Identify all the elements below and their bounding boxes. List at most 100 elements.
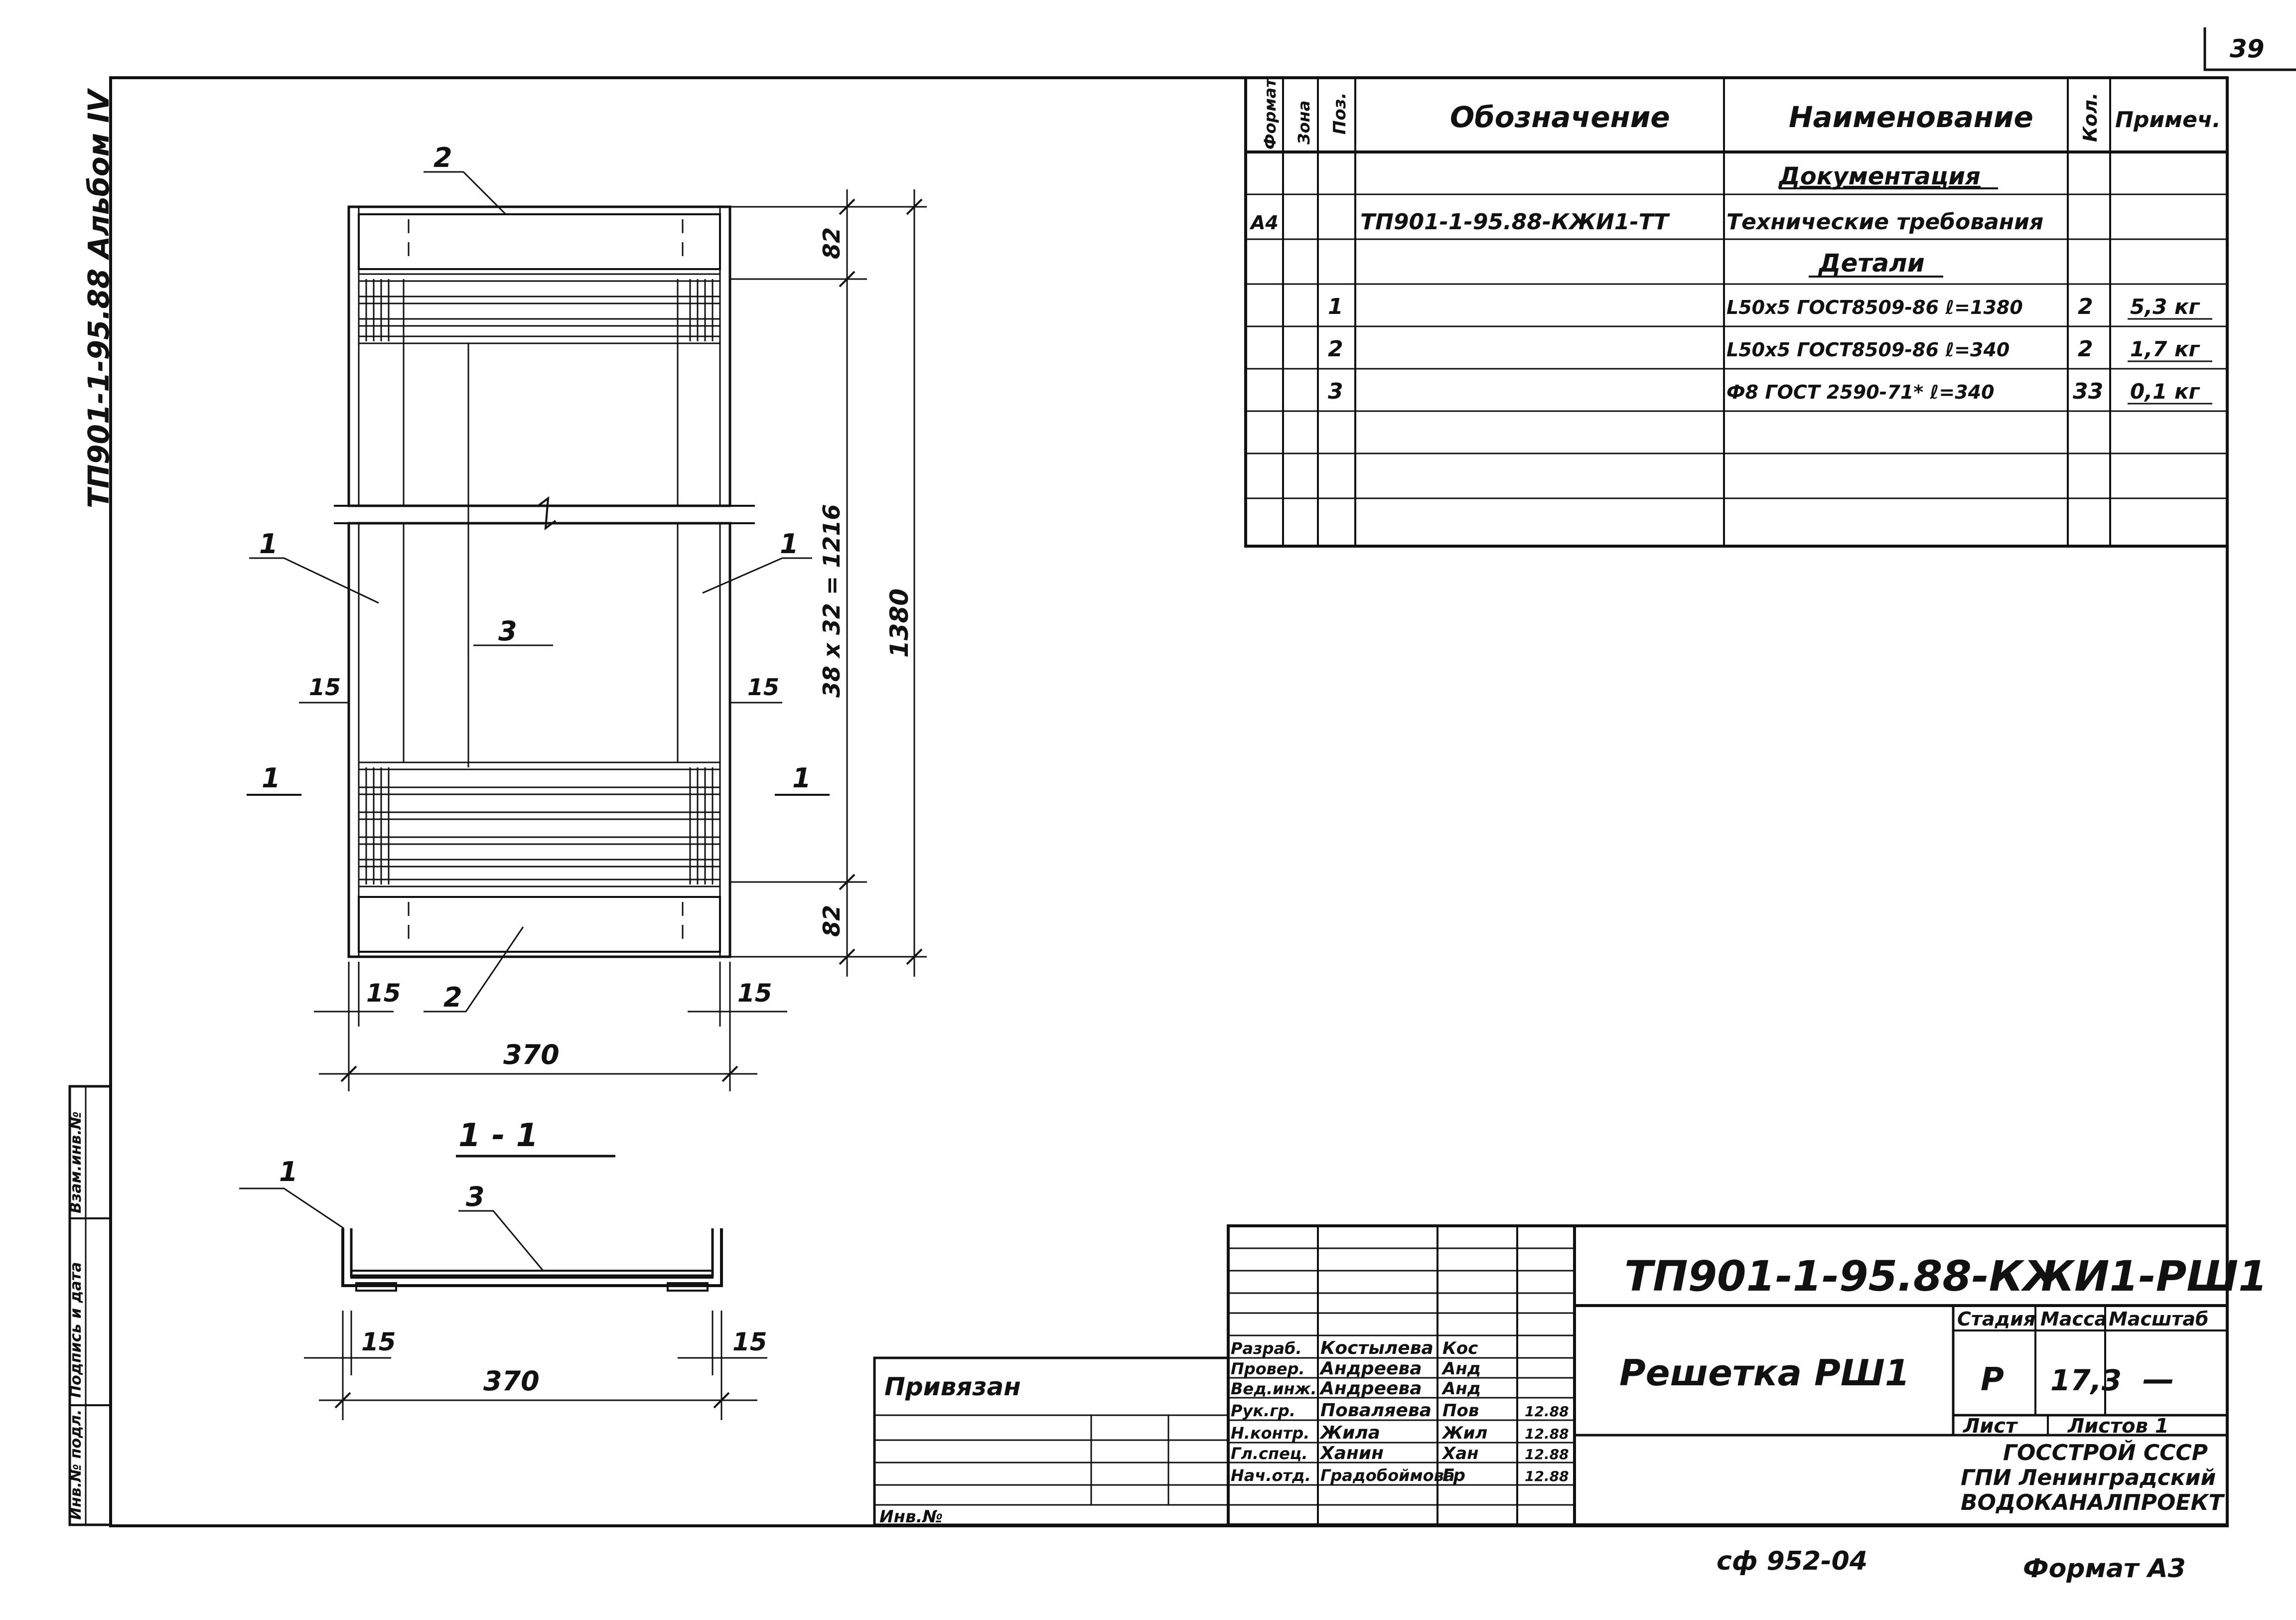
mass-label: Масса [2040,1308,2107,1330]
role-name-4: Жила [1319,1423,1380,1443]
dim-82-bottom: 82 [818,905,845,937]
spec-header-format: Формат [1261,77,1280,149]
label-pos2-top: 2 [433,142,452,173]
label-pos2-bottom: 2 [443,982,462,1013]
sheet-frame [109,76,2229,1527]
spec-row-designation: ТП901-1-95.88-КЖИ1-ТТ [1360,209,1670,235]
role-date-6: 12.88 [1525,1468,1569,1484]
spec-table: Формат Зона Поз. Обозначение Наименовани… [1244,76,2229,548]
side-stamp-sign: Подпись и дата [67,1262,85,1398]
scale-value: — [2143,1361,2174,1398]
dim-pitch: 38 x 32 = 1216 [818,504,845,698]
privyazan-label: Привязан [884,1372,1021,1401]
spec-row-name: Технические требования [1726,209,2043,235]
stage-label: Стадия [1957,1308,2035,1330]
spec-header-designation: Обозначение [1450,100,1670,134]
spec-row-note: 1,7 кг [2130,337,2201,361]
spec-row-qty: 2 [2078,294,2093,319]
spec-row-qty: 2 [2078,336,2093,362]
section-mark-left: 1 [262,762,281,794]
section-mark-right: 1 [792,762,811,794]
org-line-1: ГОССТРОЙ СССР [2003,1439,2208,1466]
spec-header-note: Примеч. [2115,107,2221,133]
spec-row-name: L50x5 ГОСТ8509-86 ℓ=340 [1726,339,2009,361]
spec-header-zone: Зона [1294,101,1313,145]
spec-row-qty: 33 [2073,379,2103,404]
role-sign-4: Жил [1441,1423,1487,1443]
role-5: Гл.спец. [1231,1444,1308,1463]
sheet-number-box: 39 [2203,27,2296,71]
spec-row-pos: 3 [1328,379,1343,404]
section-1-1: 1 - 1 1 3 15 15 370 [239,1117,767,1420]
side-stamp-replace: Взам.инв.№ [67,1111,85,1213]
dim-15-section-right: 15 [732,1327,767,1356]
role-name-3: Поваляева [1320,1400,1432,1421]
role-4: Н.контр. [1231,1424,1309,1443]
label-pos1-right: 1 [780,528,799,560]
role-date-3: 12.88 [1525,1403,1569,1420]
role-name-1: Андреева [1319,1358,1422,1379]
role-name-6: Градобоймова [1320,1466,1454,1485]
spec-row-name: L50x5 ГОСТ8509-86 ℓ=1380 [1726,296,2023,318]
spec-row-note: 5,3 кг [2130,295,2201,319]
role-sign-1: Анд [1441,1359,1481,1379]
org-line-2: ГПИ Ленинградский [1961,1465,2216,1490]
title-block: ТП901-1-95.88-КЖИ1-РШ1 Стадия Масса Масш… [873,1224,2268,1527]
dim-15-left: 15 [366,979,401,1008]
dim-370-plan: 370 [503,1039,560,1070]
dim-15-left-inner: 15 [309,674,341,701]
side-stamp: Инв.№ подл. Подпись и дата Взам.инв.№ [67,1085,112,1526]
drawing-code: ТП901-1-95.88-КЖИ1-РШ1 [1624,1252,2268,1301]
horizontal-dimensions-plan: 15 15 370 [314,962,787,1091]
role-2: Вед.инж. [1231,1379,1317,1398]
label-pos1-left: 1 [259,528,278,560]
role-sign-2: Анд [1441,1379,1481,1399]
role-name-0: Костылева [1320,1338,1434,1358]
role-6: Нач.отд. [1231,1466,1311,1485]
dim-370-section: 370 [483,1365,540,1397]
dim-15-right: 15 [737,979,772,1008]
mass-value: 17,3 [2050,1363,2122,1397]
role-date-5: 12.88 [1525,1446,1569,1463]
role-date-4: 12.88 [1525,1426,1569,1442]
stage-value: Р [1981,1361,2004,1398]
org-line-3: ВОДОКАНАЛПРОЕКТ [1961,1490,2225,1515]
sheets-label: Листов 1 [2067,1415,2169,1438]
section-title: 1 - 1 [458,1117,538,1154]
sheet-number: 39 [2230,34,2265,63]
role-sign-0: Кос [1442,1338,1478,1358]
spec-row-section-details: Детали [1818,249,1925,278]
role-sign-6: Гр [1442,1466,1465,1485]
sheet-label: Лист [1963,1415,2018,1438]
spec-header-name: Наименование [1789,100,2033,134]
role-3: Рук.гр. [1231,1401,1295,1420]
footer-code: сф 952-04 [1717,1546,1867,1576]
footer-format: Формат А3 [2023,1554,2186,1584]
section-label-pos3: 3 [466,1181,485,1212]
spec-row-section-docs: Документация [1778,162,1981,190]
inv-no-label: Инв.№ [879,1507,943,1527]
grating-plan-view: 2 1 1 3 2 1 1 15 15 [247,142,830,1013]
scale-label: Масштаб [2109,1308,2209,1330]
role-name-2: Андреева [1319,1378,1422,1399]
vertical-dimensions: 82 38 x 32 = 1216 1380 82 [730,189,927,977]
album-label: ТП901-1-95.88 Альбом IV [82,88,116,508]
spec-row-pos: 1 [1328,294,1343,319]
spec-row-note: 0,1 кг [2130,379,2201,404]
spec-header-qty: Кол. [2079,93,2101,142]
role-name-5: Ханин [1319,1443,1384,1464]
spec-row-pos: 2 [1328,336,1343,362]
dim-15-section-left: 15 [361,1327,396,1356]
dim-1380: 1380 [885,589,914,658]
label-pos3: 3 [498,615,517,647]
role-sign-3: Пов [1442,1401,1479,1421]
dim-82-top: 82 [818,227,845,259]
role-0: Разраб. [1231,1339,1302,1358]
spec-row-name: Ф8 ГОСТ 2590-71* ℓ=340 [1726,381,1995,403]
spec-header-pos: Поз. [1330,93,1350,135]
section-label-pos1: 1 [279,1156,298,1187]
role-sign-5: Хан [1441,1444,1479,1464]
product-name: Решетка РШ1 [1619,1352,1910,1394]
side-stamp-inv: Инв.№ подл. [67,1409,85,1520]
